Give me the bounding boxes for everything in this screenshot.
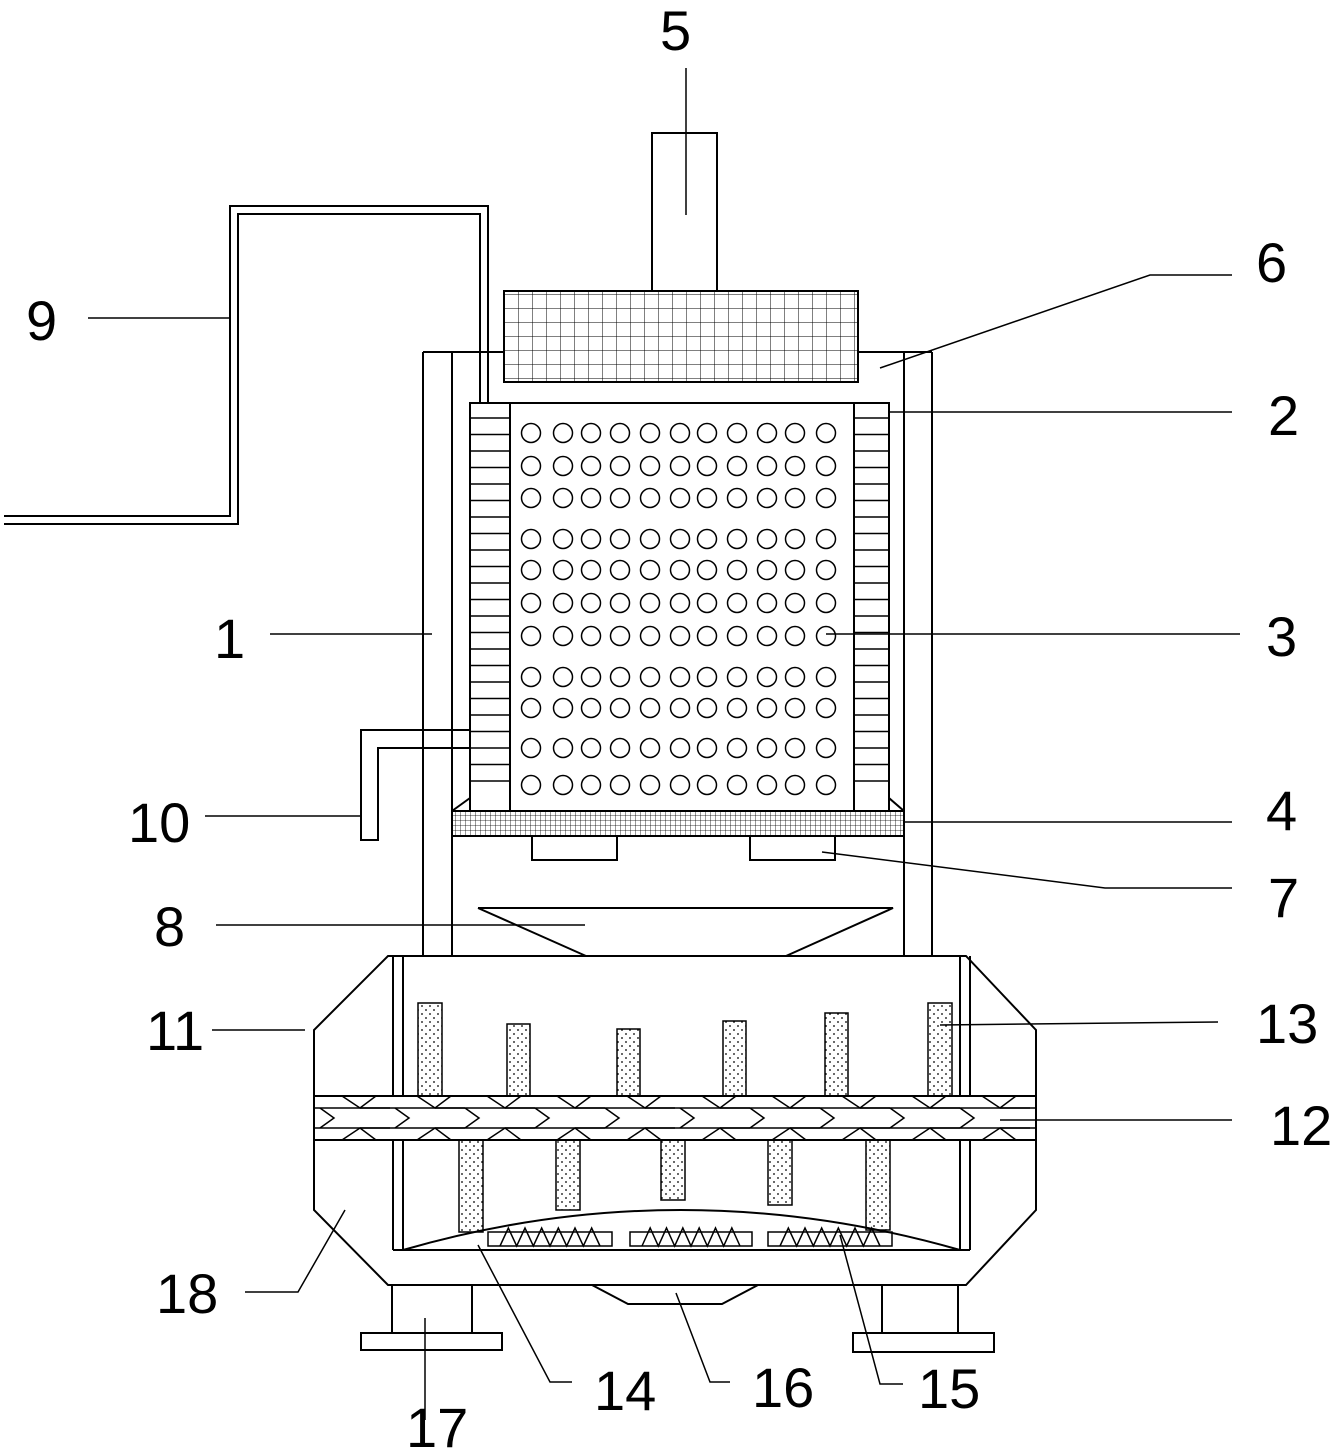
- label-6: 6: [1256, 231, 1287, 294]
- side-fins: [470, 417, 889, 782]
- perforated-holes: [520, 422, 837, 796]
- leader-lines: [88, 68, 1240, 1420]
- label-15: 15: [918, 1357, 980, 1420]
- label-9: 9: [26, 289, 57, 352]
- support-legs: [360, 1285, 995, 1353]
- label-18: 18: [156, 1262, 218, 1325]
- funnel: [477, 907, 894, 957]
- outer-housing: [422, 351, 933, 956]
- label-4: 4: [1266, 779, 1297, 842]
- label-8: 8: [154, 895, 185, 958]
- external-pipe: [4, 205, 489, 525]
- discharge-hopper: [591, 1284, 759, 1305]
- label-7: 7: [1268, 866, 1299, 929]
- bottom-filter-mesh: [451, 810, 905, 837]
- label-5: 5: [660, 0, 691, 62]
- curved-bottom: [402, 1209, 961, 1251]
- label-1: 1: [214, 607, 245, 670]
- upper-stubs: [417, 1002, 953, 1097]
- label-16: 16: [752, 1356, 814, 1419]
- label-11: 11: [146, 999, 204, 1062]
- inner-chamber: [469, 402, 890, 812]
- side-outlet-pipe: [360, 729, 470, 841]
- support-block-right: [749, 835, 836, 861]
- label-14: 14: [594, 1359, 656, 1422]
- label-13: 13: [1256, 992, 1318, 1055]
- label-3: 3: [1266, 605, 1297, 668]
- lower-stubs: [458, 1139, 891, 1233]
- label-2: 2: [1268, 384, 1299, 447]
- label-17: 17: [406, 1396, 468, 1455]
- screw-conveyor: [314, 1095, 1036, 1141]
- top-filter-mesh: [503, 290, 859, 383]
- top-pipe: [651, 132, 718, 292]
- label-10: 10: [128, 791, 190, 854]
- support-block-left: [531, 835, 618, 861]
- label-12: 12: [1270, 1094, 1332, 1157]
- scrapers: [487, 1226, 893, 1248]
- lower-vessel: [313, 955, 1037, 1286]
- part-labels: 1 2 3 4 5 6 7 8 9 10 11 12 13 14 15 16 1…: [26, 0, 1332, 1455]
